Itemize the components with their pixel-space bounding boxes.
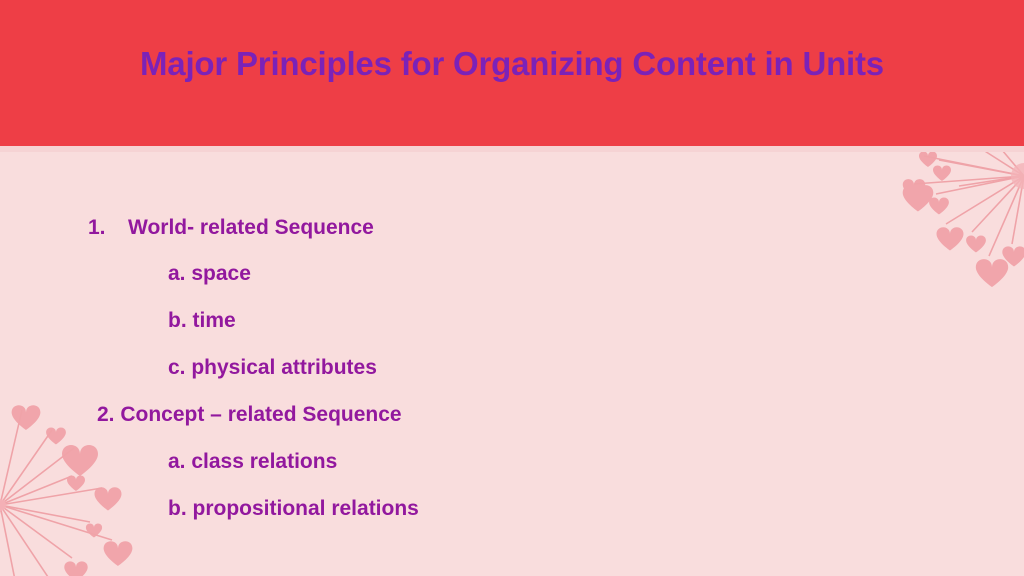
list-item: c. physical attributes [168,356,377,379]
list-item: b. time [168,309,236,332]
header-band [0,0,1024,146]
list-item: a. class relations [168,450,338,473]
header-underline-strip [0,146,1024,152]
list-item: b. propositional relations [168,497,419,520]
right-content-column: 3. Inquiry- related Sequence 4. Learning… [512,216,1024,523]
list-item: a. space [168,262,251,285]
list-item-1: 1. World- related Sequence [88,216,512,240]
list-item-2: 2. Concept – related Sequence [97,403,402,426]
left-content-column: 1. World- related Sequence a. space b. ti… [0,216,512,521]
page-title: Major Principles for Organizing Content … [140,45,884,82]
list-item-1-label: World- related Sequence [128,216,374,239]
list-item-1-marker: 1. [88,216,106,239]
